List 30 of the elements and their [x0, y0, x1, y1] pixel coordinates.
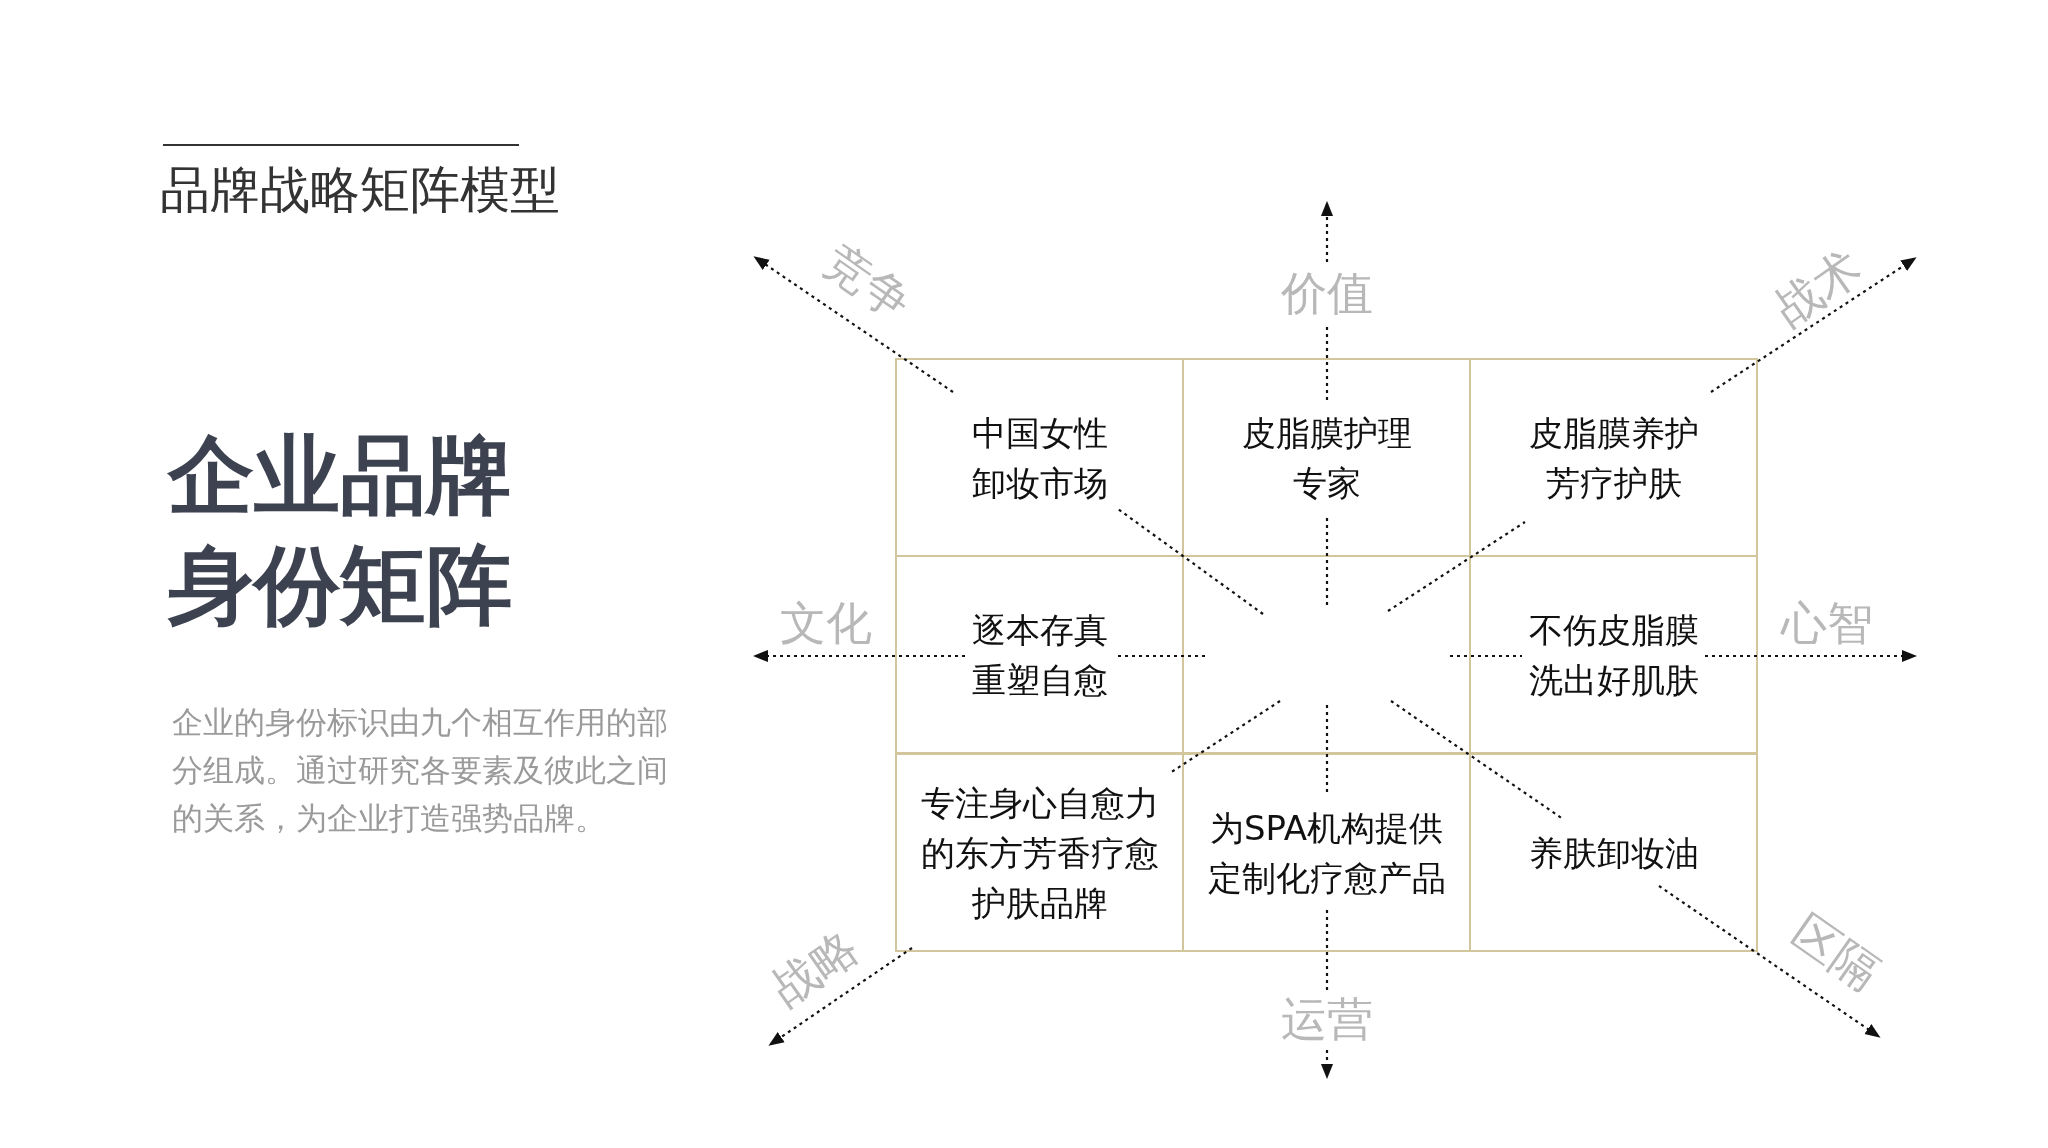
axis-label: 区隔 [1784, 905, 1888, 999]
matrix-cell [1182, 753, 1471, 952]
axis-label: 竞争 [816, 235, 920, 329]
axis-label: 战术 [1766, 241, 1870, 335]
matrix-cell [895, 555, 1184, 754]
cell-text: 皮脂膜护理专家 [1240, 411, 1413, 505]
cell-text: 逐本存真重塑自愈 [970, 608, 1109, 702]
cell-text: 皮脂膜养护芳疗护肤 [1527, 411, 1700, 505]
page-title: 品牌战略矩阵模型 [160, 160, 560, 220]
axis-label: 心智 [1781, 598, 1873, 648]
cell-text: 不伤皮脂膜洗出好肌肤 [1527, 608, 1700, 702]
description-paragraph: 企业的身份标识由九个相互作用的部分组成。通过研究各要素及彼此之间的关系，为企业打造强势品牌。 [172, 703, 669, 838]
dotted-connector [1115, 654, 1205, 658]
dotted-connector [1325, 705, 1329, 795]
heading: 企业品牌身份矩阵 [168, 424, 513, 637]
matrix-cell [895, 753, 1184, 952]
cell-text: 专注身心自愈力的东方芳香疗愈护肤品牌 [919, 781, 1160, 925]
matrix-cell [1469, 753, 1758, 952]
axis-label: 文化 [780, 598, 872, 648]
matrix-cell [895, 358, 1184, 557]
cell-text: 养肤卸妆油 [1527, 831, 1700, 875]
dotted-connector [1450, 654, 1522, 658]
cell-text: 中国女性卸妆市场 [970, 411, 1109, 505]
axis-label: 价值 [1281, 268, 1373, 318]
dotted-connector [1325, 515, 1329, 605]
cell-text: 为SPA机构提供定制化疗愈产品 [1206, 806, 1447, 900]
matrix-cell [1469, 555, 1758, 754]
axis-label: 战略 [763, 921, 867, 1015]
matrix-cell [1469, 358, 1758, 557]
axis-label: 运营 [1281, 994, 1373, 1044]
